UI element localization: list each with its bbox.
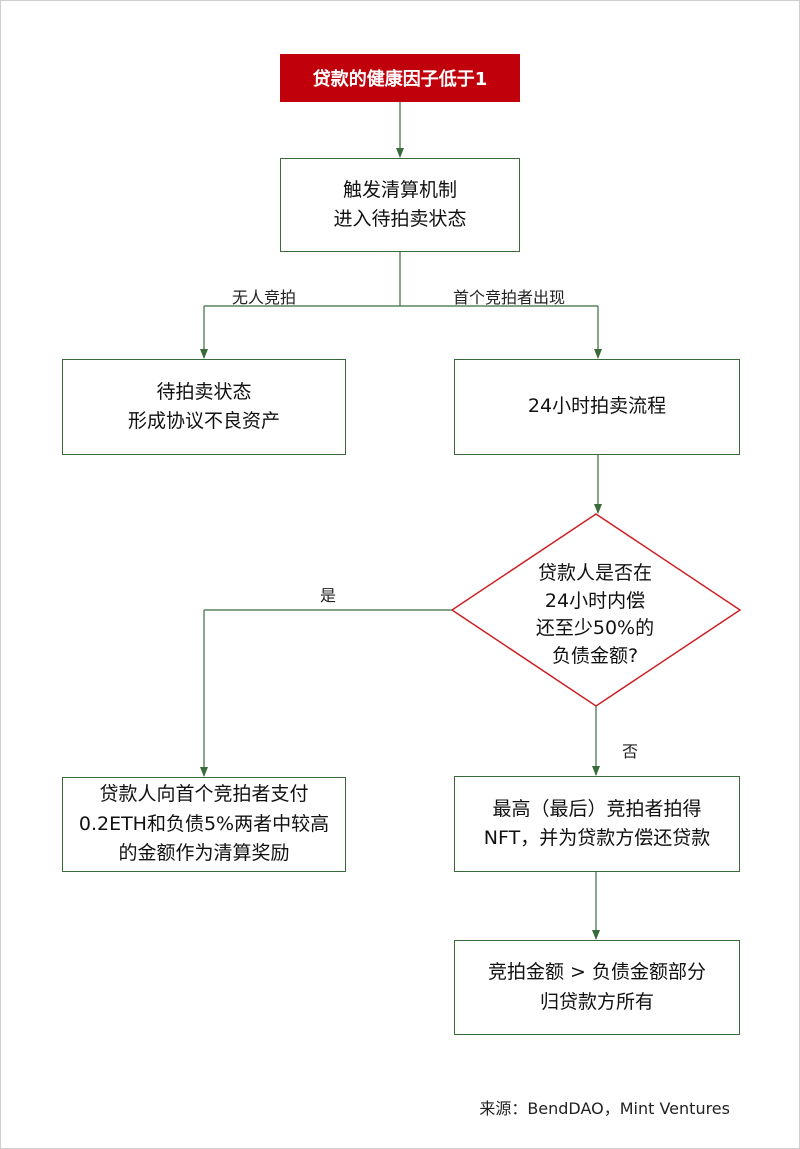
trigger-line2: 进入待拍卖状态 [333, 208, 467, 230]
no-result-node: 最高（最后）竞拍者拍得 NFT，并为贷款方偿还贷款 [454, 776, 740, 872]
no-bid-result-node: 待拍卖状态 形成协议不良资产 [62, 359, 346, 455]
surplus-line2: 归贷款方所有 [539, 990, 654, 1013]
decision-line2: 24小时内偿 [544, 589, 646, 612]
yes-result-line3: 的金额作为清算奖励 [118, 842, 290, 865]
source-caption: 来源：BendDAO，Mint Ventures [479, 1099, 730, 1118]
surplus-line1: 竞拍金额 > 负债金额部分 [488, 961, 706, 984]
trigger-line1: 触发清算机制 [342, 178, 457, 201]
no-bid-line2: 形成协议不良资产 [127, 410, 280, 432]
no-bid-branch-label: 无人竞拍 [232, 288, 297, 307]
decision-text: 贷款人是否在 24小时内偿 还至少50%的 负债金额? [520, 560, 670, 670]
no-result-line1: 最高（最后）竞拍者拍得 [492, 797, 702, 820]
no-result-line2: NFT，并为贷款方偿还贷款 [483, 827, 711, 849]
surplus-node: 竞拍金额 > 负债金额部分 归贷款方所有 [454, 940, 740, 1035]
decision-line1: 贷款人是否在 [537, 562, 652, 584]
yes-result-line1: 贷款人向首个竞拍者支付 [99, 783, 309, 806]
start-label: 贷款的健康因子低于1 [312, 69, 488, 90]
trigger-node: 触发清算机制 进入待拍卖状态 [280, 158, 520, 252]
auction-label: 24小时拍卖流程 [527, 395, 667, 418]
yes-result-line2: 0.2ETH和负债5%两者中较高 [78, 812, 330, 835]
yes-result-node: 贷款人向首个竞拍者支付 0.2ETH和负债5%两者中较高 的金额作为清算奖励 [62, 777, 346, 872]
yes-answer-label: 是 [320, 586, 337, 605]
decision-line3: 还至少50%的 [535, 617, 655, 640]
no-bid-line1: 待拍卖状态 [156, 380, 252, 403]
start-node: 贷款的健康因子低于1 [280, 54, 520, 102]
first-bidder-branch-label: 首个竞拍者出现 [453, 288, 566, 307]
decision-line4: 负债金额? [551, 644, 639, 667]
auction-node: 24小时拍卖流程 [454, 359, 740, 455]
no-answer-label: 否 [622, 742, 639, 761]
